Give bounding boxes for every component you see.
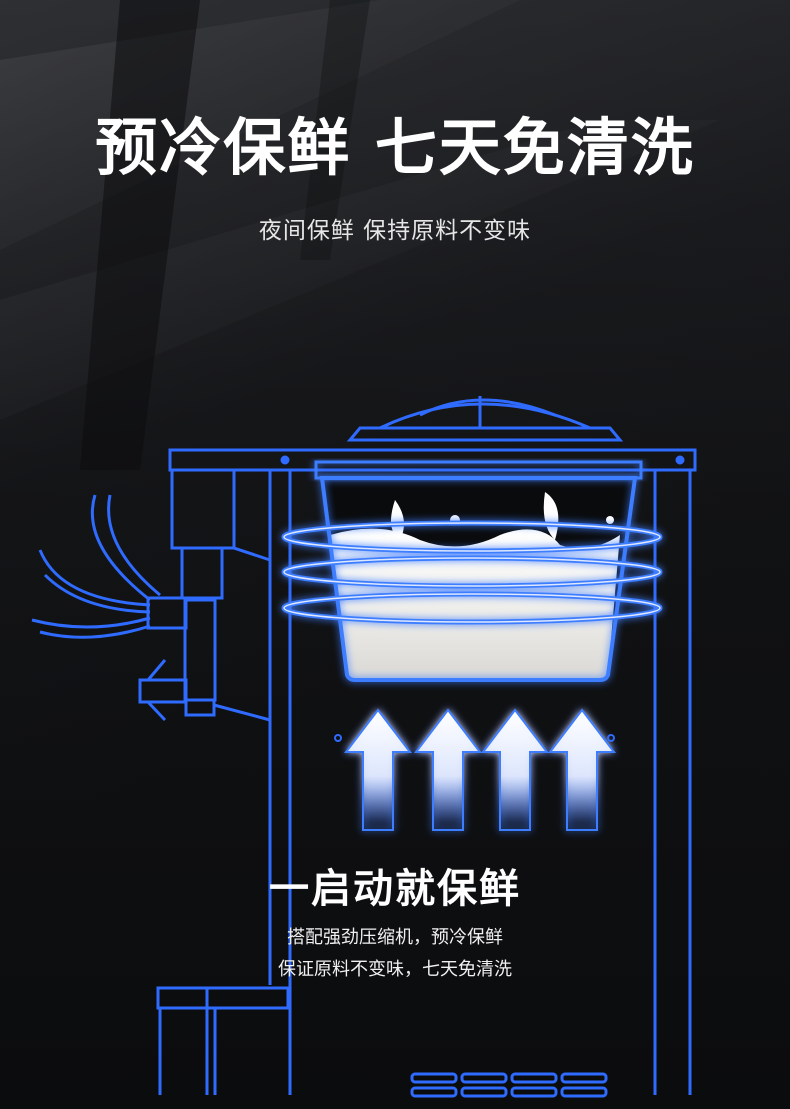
feature-description: 搭配强劲压缩机，预冷保鲜 保证原料不变味，七天免清洗	[0, 922, 790, 986]
hopper-milk-illustration	[314, 460, 643, 682]
page-subheadline: 夜间保鲜 保持原料不变味	[258, 218, 532, 244]
feature-description-line-2: 保证原料不变味，七天免清洗	[278, 959, 512, 980]
page-headline: 预冷保鲜 七天免清洗	[95, 111, 695, 184]
feature-description-line-1: 搭配强劲压缩机，预冷保鲜	[287, 927, 503, 948]
up-arrow-group	[343, 708, 617, 831]
up-arrow-icon	[343, 708, 413, 831]
up-arrow-icon	[413, 708, 483, 831]
up-arrow-icon	[547, 708, 617, 831]
up-arrow-icon	[480, 708, 550, 831]
feature-title: 一启动就保鲜	[269, 866, 521, 912]
